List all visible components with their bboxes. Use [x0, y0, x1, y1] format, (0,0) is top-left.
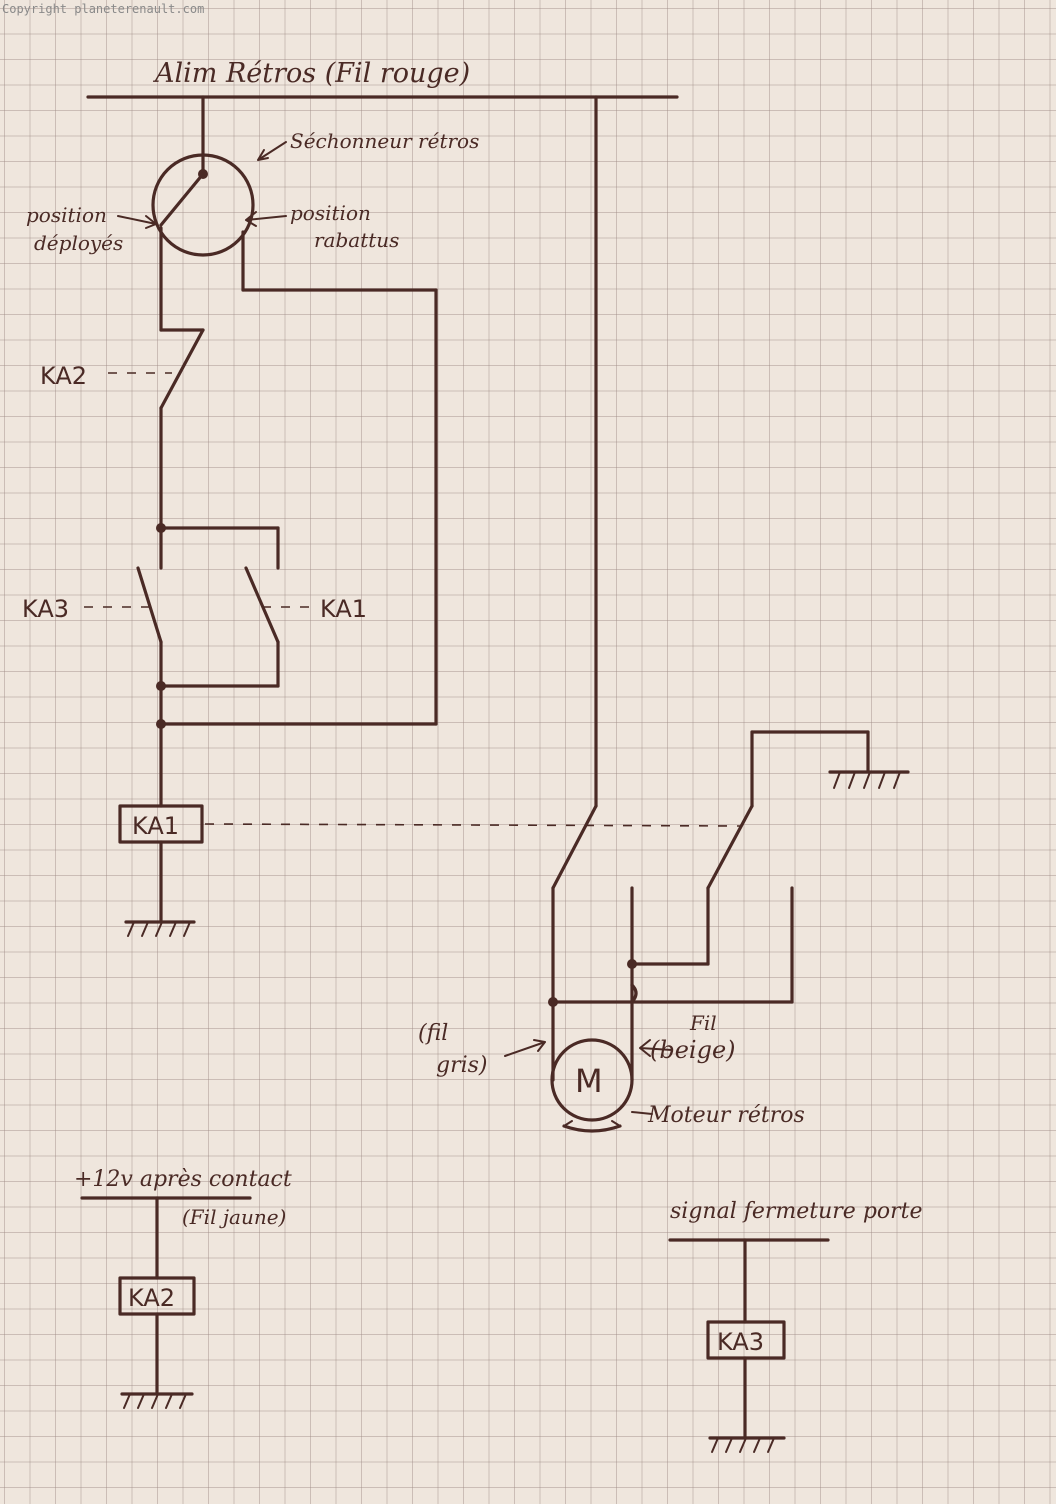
fil-beige-arrow [639, 1039, 673, 1057]
position-folded-label: position [290, 201, 371, 225]
position-folded-label-2: rabattus [314, 228, 399, 252]
motor-letter: M [575, 1062, 603, 1100]
position-deployed-label-2: déployés [34, 231, 123, 255]
motor-rotation-heads [563, 1120, 621, 1127]
door-signal-label: signal fermeture porte [670, 1199, 923, 1224]
supply-label: Alim Rétros (Fil rouge) [152, 58, 470, 89]
ka1-contact-label: KA1 [320, 595, 367, 623]
position-folded-arrow [245, 211, 287, 227]
node-return [156, 719, 166, 729]
motor-rotation-arrow [562, 1124, 622, 1133]
motor-label: Moteur rétros [647, 1103, 805, 1128]
ka3-contact-label: KA3 [22, 595, 69, 623]
ka2-contact-label: KA2 [40, 362, 87, 390]
ka1-mechanical-link [204, 823, 741, 827]
ka1-coil-label: KA1 [132, 812, 179, 840]
selector-circle [151, 153, 255, 257]
motor-label-pointer [631, 1111, 653, 1115]
fil-gris-label: (fil [418, 1021, 448, 1046]
fil-gris-arrow [504, 1039, 546, 1057]
wire-crossover [630, 983, 638, 1004]
fil-beige-label: Fil [689, 1011, 717, 1035]
ka2-contact-blade [159, 328, 205, 410]
ignition-wire-label: (Fil jaune) [182, 1205, 286, 1229]
position-deployed-label: position [26, 203, 107, 227]
selector-label: Séchonneur rétros [290, 129, 479, 153]
watermark: Copyright planeterenault.com [2, 2, 204, 16]
ground-symbol-ka1 [124, 920, 196, 937]
position-deployed-arrow [117, 215, 157, 229]
ka1-contact-blade [244, 566, 280, 644]
ignition-label: +12v après contact [74, 1167, 292, 1192]
selector-arrow [257, 141, 287, 161]
ka3-contact-blade [136, 566, 163, 644]
selector-switch [151, 153, 255, 257]
ka1-changeover-blade-1 [551, 804, 598, 890]
ground-symbol-ka2 [120, 1392, 194, 1409]
motor-symbol [550, 1038, 634, 1122]
ka3-coil-label: KA3 [717, 1328, 764, 1356]
fil-gris-label-2: gris) [436, 1053, 488, 1078]
ground-symbol-right [828, 770, 910, 789]
ka2-coil-label: KA2 [128, 1284, 175, 1312]
selector-blade [159, 172, 205, 227]
ka1-changeover-blade-2 [706, 804, 754, 890]
ground-symbol-ka3 [708, 1436, 786, 1453]
node-changeover [627, 959, 637, 969]
